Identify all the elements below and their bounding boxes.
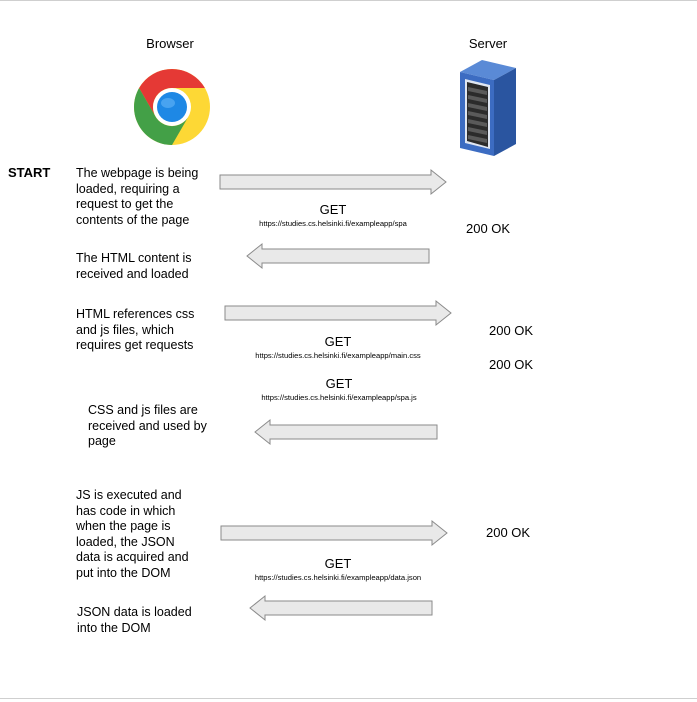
get-method-label: GET <box>319 202 347 217</box>
get-method-label: GET <box>324 556 352 571</box>
arrow-left-3 <box>249 594 433 622</box>
get-url: https://studies.cs.helsinki.fi/exampleap… <box>259 219 407 228</box>
get-request-data-json: GET https://studies.cs.helsinki.fi/examp… <box>218 556 458 583</box>
get-url: https://studies.cs.helsinki.fi/exampleap… <box>261 393 417 402</box>
step-1-text: The webpage is being loaded, requiring a… <box>76 166 199 227</box>
response-200-ok: 200 OK <box>486 525 531 540</box>
response-200-ok: 200 OK <box>466 221 511 236</box>
start-label: START <box>8 165 51 180</box>
response-200-ok: 200 OK <box>489 323 534 338</box>
bottom-border <box>0 698 697 699</box>
get-url: https://studies.cs.helsinki.fi/exampleap… <box>254 573 422 582</box>
step-2-text: The HTML content is received and loaded <box>76 251 192 281</box>
arrow-right-3 <box>220 519 448 547</box>
arrow-right-2 <box>224 299 452 327</box>
arrow-left-2 <box>254 418 438 446</box>
arrow-left-1 <box>246 242 430 270</box>
server-column-header: Server <box>468 36 508 51</box>
top-border <box>0 0 697 1</box>
browser-column-header: Browser <box>146 36 194 51</box>
step-6-text: JSON data is loaded into the DOM <box>77 605 192 635</box>
step-5-text: JS is executed and has code in which whe… <box>76 488 189 580</box>
chrome-logo-icon <box>134 69 210 145</box>
server-rack-icon <box>460 60 516 156</box>
get-method-label: GET <box>324 334 352 349</box>
get-request-spa: GET https://studies.cs.helsinki.fi/examp… <box>213 202 453 229</box>
get-request-main-css: GET https://studies.cs.helsinki.fi/examp… <box>218 334 458 361</box>
step-4-text: CSS and js files are received and used b… <box>88 403 207 448</box>
get-url: https://studies.cs.helsinki.fi/exampleap… <box>255 351 421 360</box>
step-3-text: HTML references css and js files, which … <box>76 307 195 352</box>
response-200-ok: 200 OK <box>489 357 534 372</box>
get-request-spa-js: GET https://studies.cs.helsinki.fi/examp… <box>219 376 459 403</box>
get-method-label: GET <box>325 376 353 391</box>
arrow-right-1 <box>219 168 447 196</box>
